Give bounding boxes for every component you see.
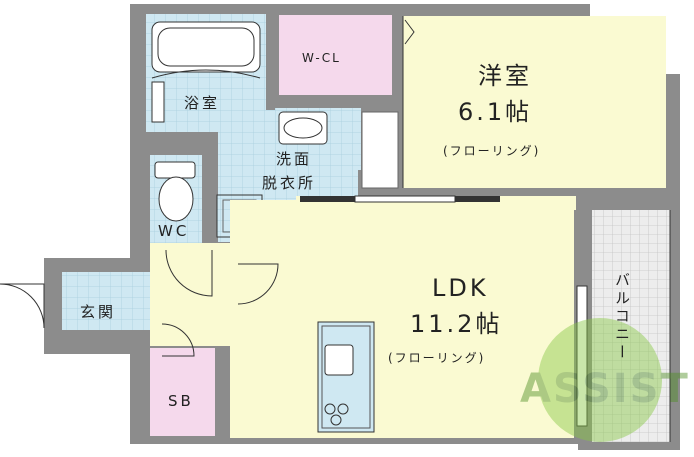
entrance bbox=[62, 272, 150, 330]
walk-in-closet bbox=[279, 15, 392, 95]
label-balcony: バルコニー bbox=[613, 272, 631, 362]
western-room bbox=[403, 16, 666, 188]
label-western-size: 6.1帖 bbox=[458, 98, 532, 126]
label-wc: WC bbox=[158, 222, 189, 240]
label-western-floor: (フローリング) bbox=[443, 144, 540, 158]
label-shoe-box: SB bbox=[168, 392, 194, 410]
label-washroom-line1: 洗面 bbox=[276, 150, 312, 168]
door-swings bbox=[161, 249, 279, 357]
hallway bbox=[150, 243, 230, 346]
balcony bbox=[592, 210, 670, 442]
label-ldk-floor: (フローリング) bbox=[388, 351, 485, 365]
label-washroom-line2: 脱衣所 bbox=[262, 174, 316, 192]
washbasin bbox=[278, 111, 328, 145]
bathtub bbox=[151, 21, 261, 123]
toilet bbox=[154, 161, 196, 222]
label-bath: 浴室 bbox=[184, 94, 220, 112]
kitchen-counter bbox=[317, 321, 375, 433]
ldk-openings bbox=[300, 195, 588, 427]
label-western-room: 洋室 bbox=[478, 62, 532, 90]
label-entrance: 玄関 bbox=[80, 303, 116, 321]
western-room-lines bbox=[402, 16, 415, 188]
watermark-logo: ASSIST bbox=[520, 318, 690, 442]
label-ldk-size: 11.2帖 bbox=[410, 310, 502, 338]
entrance-door-swing bbox=[0, 283, 45, 329]
shoe-box bbox=[150, 348, 215, 436]
label-ldk: LDK bbox=[432, 274, 489, 302]
svg-text:ASSIST: ASSIST bbox=[520, 366, 690, 412]
label-walkin-closet: W-CL bbox=[302, 51, 341, 65]
washroom-storage bbox=[361, 111, 399, 189]
ldk-room bbox=[230, 200, 574, 438]
